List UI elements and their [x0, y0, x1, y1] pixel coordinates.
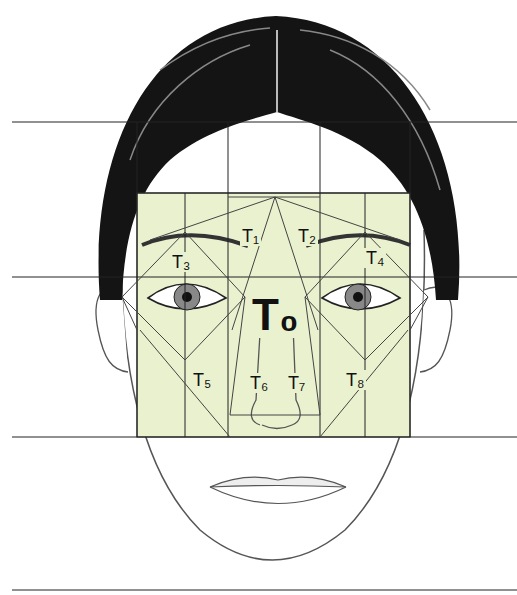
region-label: T₄ — [364, 248, 386, 268]
region-label: T₅ — [191, 370, 213, 390]
region-label: T₇ — [286, 373, 307, 393]
region-label: T₆ — [248, 373, 270, 393]
region-label: T₃ — [170, 252, 192, 272]
region-label: T₀ — [250, 292, 301, 338]
region-label: T₈ — [344, 370, 366, 390]
region-label: T₂ — [296, 226, 318, 246]
region-label: T₁ — [240, 226, 261, 246]
